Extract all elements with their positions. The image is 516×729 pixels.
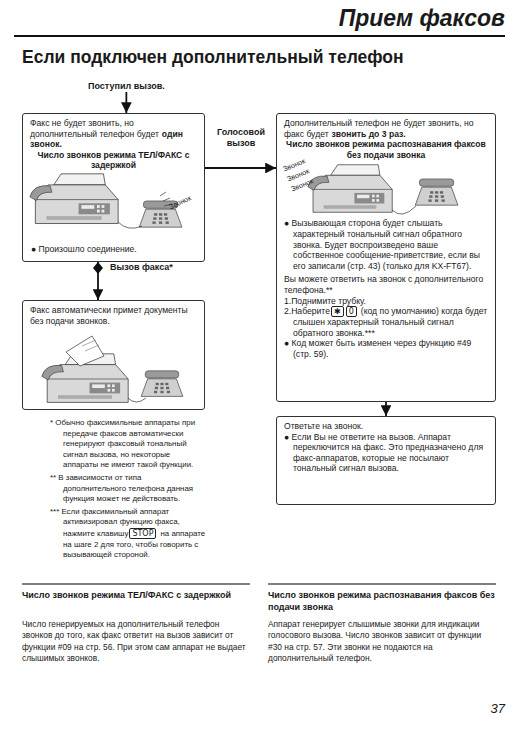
extension-phone [415, 179, 458, 205]
start-label: Поступил вызов. [88, 81, 165, 91]
flow-arrow [97, 262, 99, 300]
flow-arrow [385, 402, 387, 416]
bullet-text: ● Если Вы не ответите на вызов. Аппарат … [284, 432, 488, 474]
phone-cord [128, 398, 146, 402]
phone-cord [392, 206, 416, 214]
fax-machine [308, 165, 392, 213]
box-heading: Число звонков режима ТЕЛ/ФАКС с задержко… [30, 150, 197, 171]
flow-arrow [125, 92, 127, 113]
footnote: * Обычно факсимильные аппараты при перед… [50, 418, 206, 471]
step-text: 1.Поднимите трубку. [284, 296, 488, 307]
box-text: Вы можете ответить на звонок с дополните… [284, 274, 488, 295]
box-text-bold: звонить до 3 раз. [332, 129, 406, 139]
bullet-text: ● Вызывающая сторона будет слышать харак… [284, 218, 488, 271]
key-symbol: ✱ [331, 306, 344, 317]
section-rule [22, 583, 250, 585]
footnote-block: * Обычно факсимильные аппараты при перед… [50, 418, 206, 563]
key-symbol: STOP [129, 528, 156, 539]
header-rule [14, 35, 505, 37]
box-text: Факс автоматически примет документы без … [30, 305, 197, 326]
section-rule [268, 583, 496, 585]
section-heading: Число звонков режима распознавания факсо… [268, 590, 496, 613]
phone-cord [118, 222, 142, 228]
process-box: Дополнительный телефон не будет звонить,… [276, 113, 496, 402]
step-text: 2.Наберите [284, 306, 330, 316]
fax-machine [42, 354, 128, 403]
step-group: 2.Наберите✱0(код по умолчанию) когда буд… [284, 306, 488, 338]
footnote: ** В зависимости от типа дополнительного… [50, 473, 206, 505]
process-box: Ответьте на звонок.● Если Вы не ответите… [276, 416, 496, 505]
flow-arrow [205, 167, 276, 169]
section-heading: Число звонков режима ТЕЛ/ФАКС с задержко… [22, 590, 250, 602]
fax-paper [66, 336, 104, 366]
box-text: Факс не будет звонить, но дополнительный… [30, 118, 159, 139]
process-box: Факс автоматически примет документы без … [22, 300, 205, 410]
ring-label: Звонок [168, 194, 192, 211]
section-body: Аппарат генерирует слышимые звонки для и… [268, 619, 496, 665]
process-box: Факс не будет звонить, но дополнительный… [22, 113, 205, 262]
edge-label: Голосовой вызов [207, 127, 275, 149]
bullet-text: ● Произошло соединение. [31, 244, 137, 255]
fax-machine [30, 174, 118, 224]
page-title: Если подключен дополнительный телефон [22, 46, 502, 68]
page-header: Прием факсов [260, 4, 505, 32]
footnote-text: *** Если факсимильный аппарат активизиро… [50, 507, 180, 538]
footnote-text: ** В зависимости от типа дополнительного… [50, 473, 193, 503]
footnote: *** Если факсимильный аппарат активизиро… [50, 507, 206, 561]
box-text: Ответьте на звонок. [284, 421, 488, 432]
decision-diamond-mark [93, 262, 103, 274]
section-body: Число генерируемых на дополнительный тел… [22, 619, 252, 665]
page-number: 37 [465, 701, 505, 716]
bullet-text: ● Код может быть изменен через функцию #… [284, 338, 488, 359]
edge-label: Вызов факса* [110, 262, 205, 273]
key-symbol: 0 [346, 306, 357, 317]
footnote-text: * Обычно факсимильные аппараты при перед… [50, 418, 195, 469]
start-text: Поступил вызов. [88, 80, 165, 92]
extension-phone [141, 371, 183, 397]
box-heading: Число звонков режима распознавания факсо… [284, 139, 488, 160]
paper-lines [82, 340, 99, 351]
